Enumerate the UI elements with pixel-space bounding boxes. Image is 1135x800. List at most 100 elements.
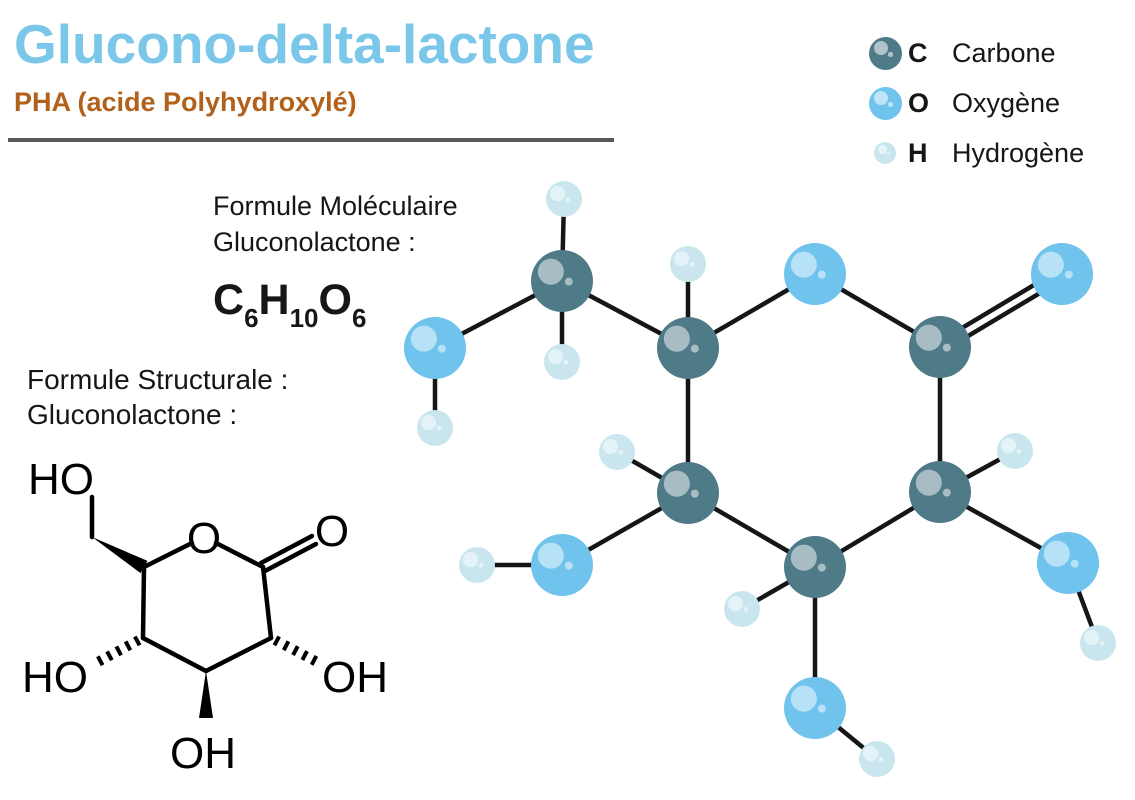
- page-subtitle: PHA (acide Polyhydroxylé): [14, 87, 357, 117]
- hashed-wedge-ho-left: [93, 635, 142, 668]
- atom-H: [724, 591, 760, 627]
- carbonyl-double-bond-1: [262, 541, 319, 574]
- ring-bond-c2-c3: [203, 635, 274, 674]
- atom-O: [1031, 243, 1093, 305]
- atom-O: [784, 243, 846, 305]
- page-title: Glucono-delta-lactone: [14, 13, 595, 75]
- molecular-formula-block: Formule Moléculaire Gluconolactone : C6H…: [213, 188, 458, 336]
- atom-H: [670, 246, 706, 282]
- sphere-highlight-dot: [689, 262, 695, 267]
- legend-label: Oxygène: [952, 87, 1061, 118]
- sphere-highlight: [790, 685, 817, 712]
- divider-line: [8, 138, 614, 142]
- structural-formula-heading-line1: Formule Structurale :: [27, 364, 289, 395]
- atom-H: [1080, 625, 1116, 661]
- legend-item-carbon: C Carbone: [862, 28, 1084, 78]
- molecular-formula-heading-line1: Formule Moléculaire: [213, 191, 458, 221]
- chemical-formula: C6H10O6: [213, 276, 367, 334]
- sphere-highlight: [1000, 438, 1017, 454]
- legend-symbol: C: [908, 37, 928, 68]
- atom-H: [997, 433, 1033, 469]
- label-ring-oxygen: O: [187, 514, 221, 563]
- atom-H: [599, 434, 635, 470]
- ring-bond-c1-c2: [260, 564, 274, 641]
- legend-label: Carbone: [952, 37, 1056, 68]
- atom-C: [909, 316, 971, 378]
- sphere-highlight-dot: [436, 426, 442, 431]
- sphere-highlight: [547, 349, 564, 365]
- legend-symbol: H: [908, 137, 928, 168]
- wedge-bond-ch2oh: [92, 537, 148, 574]
- sphere-highlight: [549, 186, 566, 202]
- sphere-highlight: [727, 596, 744, 612]
- sphere-highlight: [602, 439, 619, 455]
- sphere-highlight-dot: [690, 344, 699, 353]
- legend-label: Hydrogène: [952, 137, 1085, 168]
- atom-O: [1037, 532, 1099, 594]
- hashed-wedge-oh-right: [272, 635, 322, 668]
- atom-C: [657, 317, 719, 379]
- structural-formula-heading-line2: Gluconolactone :: [27, 399, 238, 430]
- atom-H: [546, 181, 582, 217]
- sphere-highlight-dot: [942, 343, 951, 352]
- sphere-highlight-dot: [817, 704, 826, 713]
- sphere-highlight: [537, 258, 564, 285]
- sphere-highlight: [1037, 251, 1064, 278]
- sphere-highlight: [462, 552, 479, 568]
- sphere-highlight: [420, 415, 437, 431]
- sphere-highlight-dot: [817, 270, 826, 279]
- sphere-highlight: [537, 542, 564, 569]
- sphere-highlight: [663, 325, 690, 352]
- sphere-highlight-dot: [690, 489, 699, 498]
- sphere-highlight-dot: [1016, 449, 1022, 454]
- sphere-highlight: [915, 469, 942, 496]
- legend-item-hydrogen: H Hydrogène: [862, 128, 1084, 178]
- label-ho-top: HO: [28, 455, 94, 504]
- sphere-highlight: [1083, 630, 1100, 646]
- atom-H: [544, 344, 580, 380]
- sphere-highlight-dot: [437, 344, 446, 353]
- sphere-highlight-dot: [942, 488, 951, 497]
- label-carbonyl-oxygen: O: [315, 507, 349, 556]
- sphere-highlight-dot: [817, 563, 826, 572]
- legend-item-oxygen: O Oxygène: [862, 78, 1084, 128]
- atom-O: [531, 534, 593, 596]
- sphere-highlight-dot: [743, 607, 749, 612]
- ring-bond-c5-o: [141, 540, 195, 570]
- structural-formula-block: Formule Structurale : Gluconolactone :: [27, 362, 288, 432]
- sphere-highlight: [663, 470, 690, 497]
- sphere-highlight-dot: [478, 563, 484, 568]
- sphere-highlight: [790, 251, 817, 278]
- atom-O: [784, 677, 846, 739]
- label-oh-right: OH: [322, 653, 388, 702]
- sphere-highlight-dot: [564, 561, 573, 570]
- sphere-highlight-dot: [618, 450, 624, 455]
- atom-legend: C Carbone O Oxygène H Hydrogène: [862, 28, 1084, 178]
- atom-O: [404, 317, 466, 379]
- sphere-highlight-dot: [878, 757, 884, 762]
- legend-symbol: O: [908, 87, 930, 118]
- label-ho-left: HO: [22, 653, 88, 702]
- atom-H: [859, 741, 895, 777]
- sphere-highlight: [915, 324, 942, 351]
- atom-H: [417, 410, 453, 446]
- atom-C: [531, 250, 593, 312]
- sphere-highlight: [790, 544, 817, 571]
- sphere-highlight: [1043, 540, 1070, 567]
- oxygen-sphere-icon: [868, 86, 902, 120]
- sphere-highlight: [862, 746, 879, 762]
- carbonyl-double-bond-2: [258, 533, 315, 566]
- atom-H: [459, 547, 495, 583]
- hydrogen-sphere-icon: [874, 142, 896, 164]
- sphere-highlight: [673, 251, 690, 267]
- sphere-highlight-dot: [564, 277, 573, 286]
- sphere-highlight: [410, 325, 437, 352]
- sphere-highlight-dot: [1064, 270, 1073, 279]
- ring-bond-o-c1: [213, 540, 266, 570]
- sphere-highlight-dot: [565, 197, 571, 202]
- molecular-formula-heading-line2: Gluconolactone :: [213, 227, 416, 257]
- atom-C: [657, 462, 719, 524]
- label-oh-bottom: OH: [170, 729, 236, 778]
- carbon-sphere-icon: [868, 36, 902, 70]
